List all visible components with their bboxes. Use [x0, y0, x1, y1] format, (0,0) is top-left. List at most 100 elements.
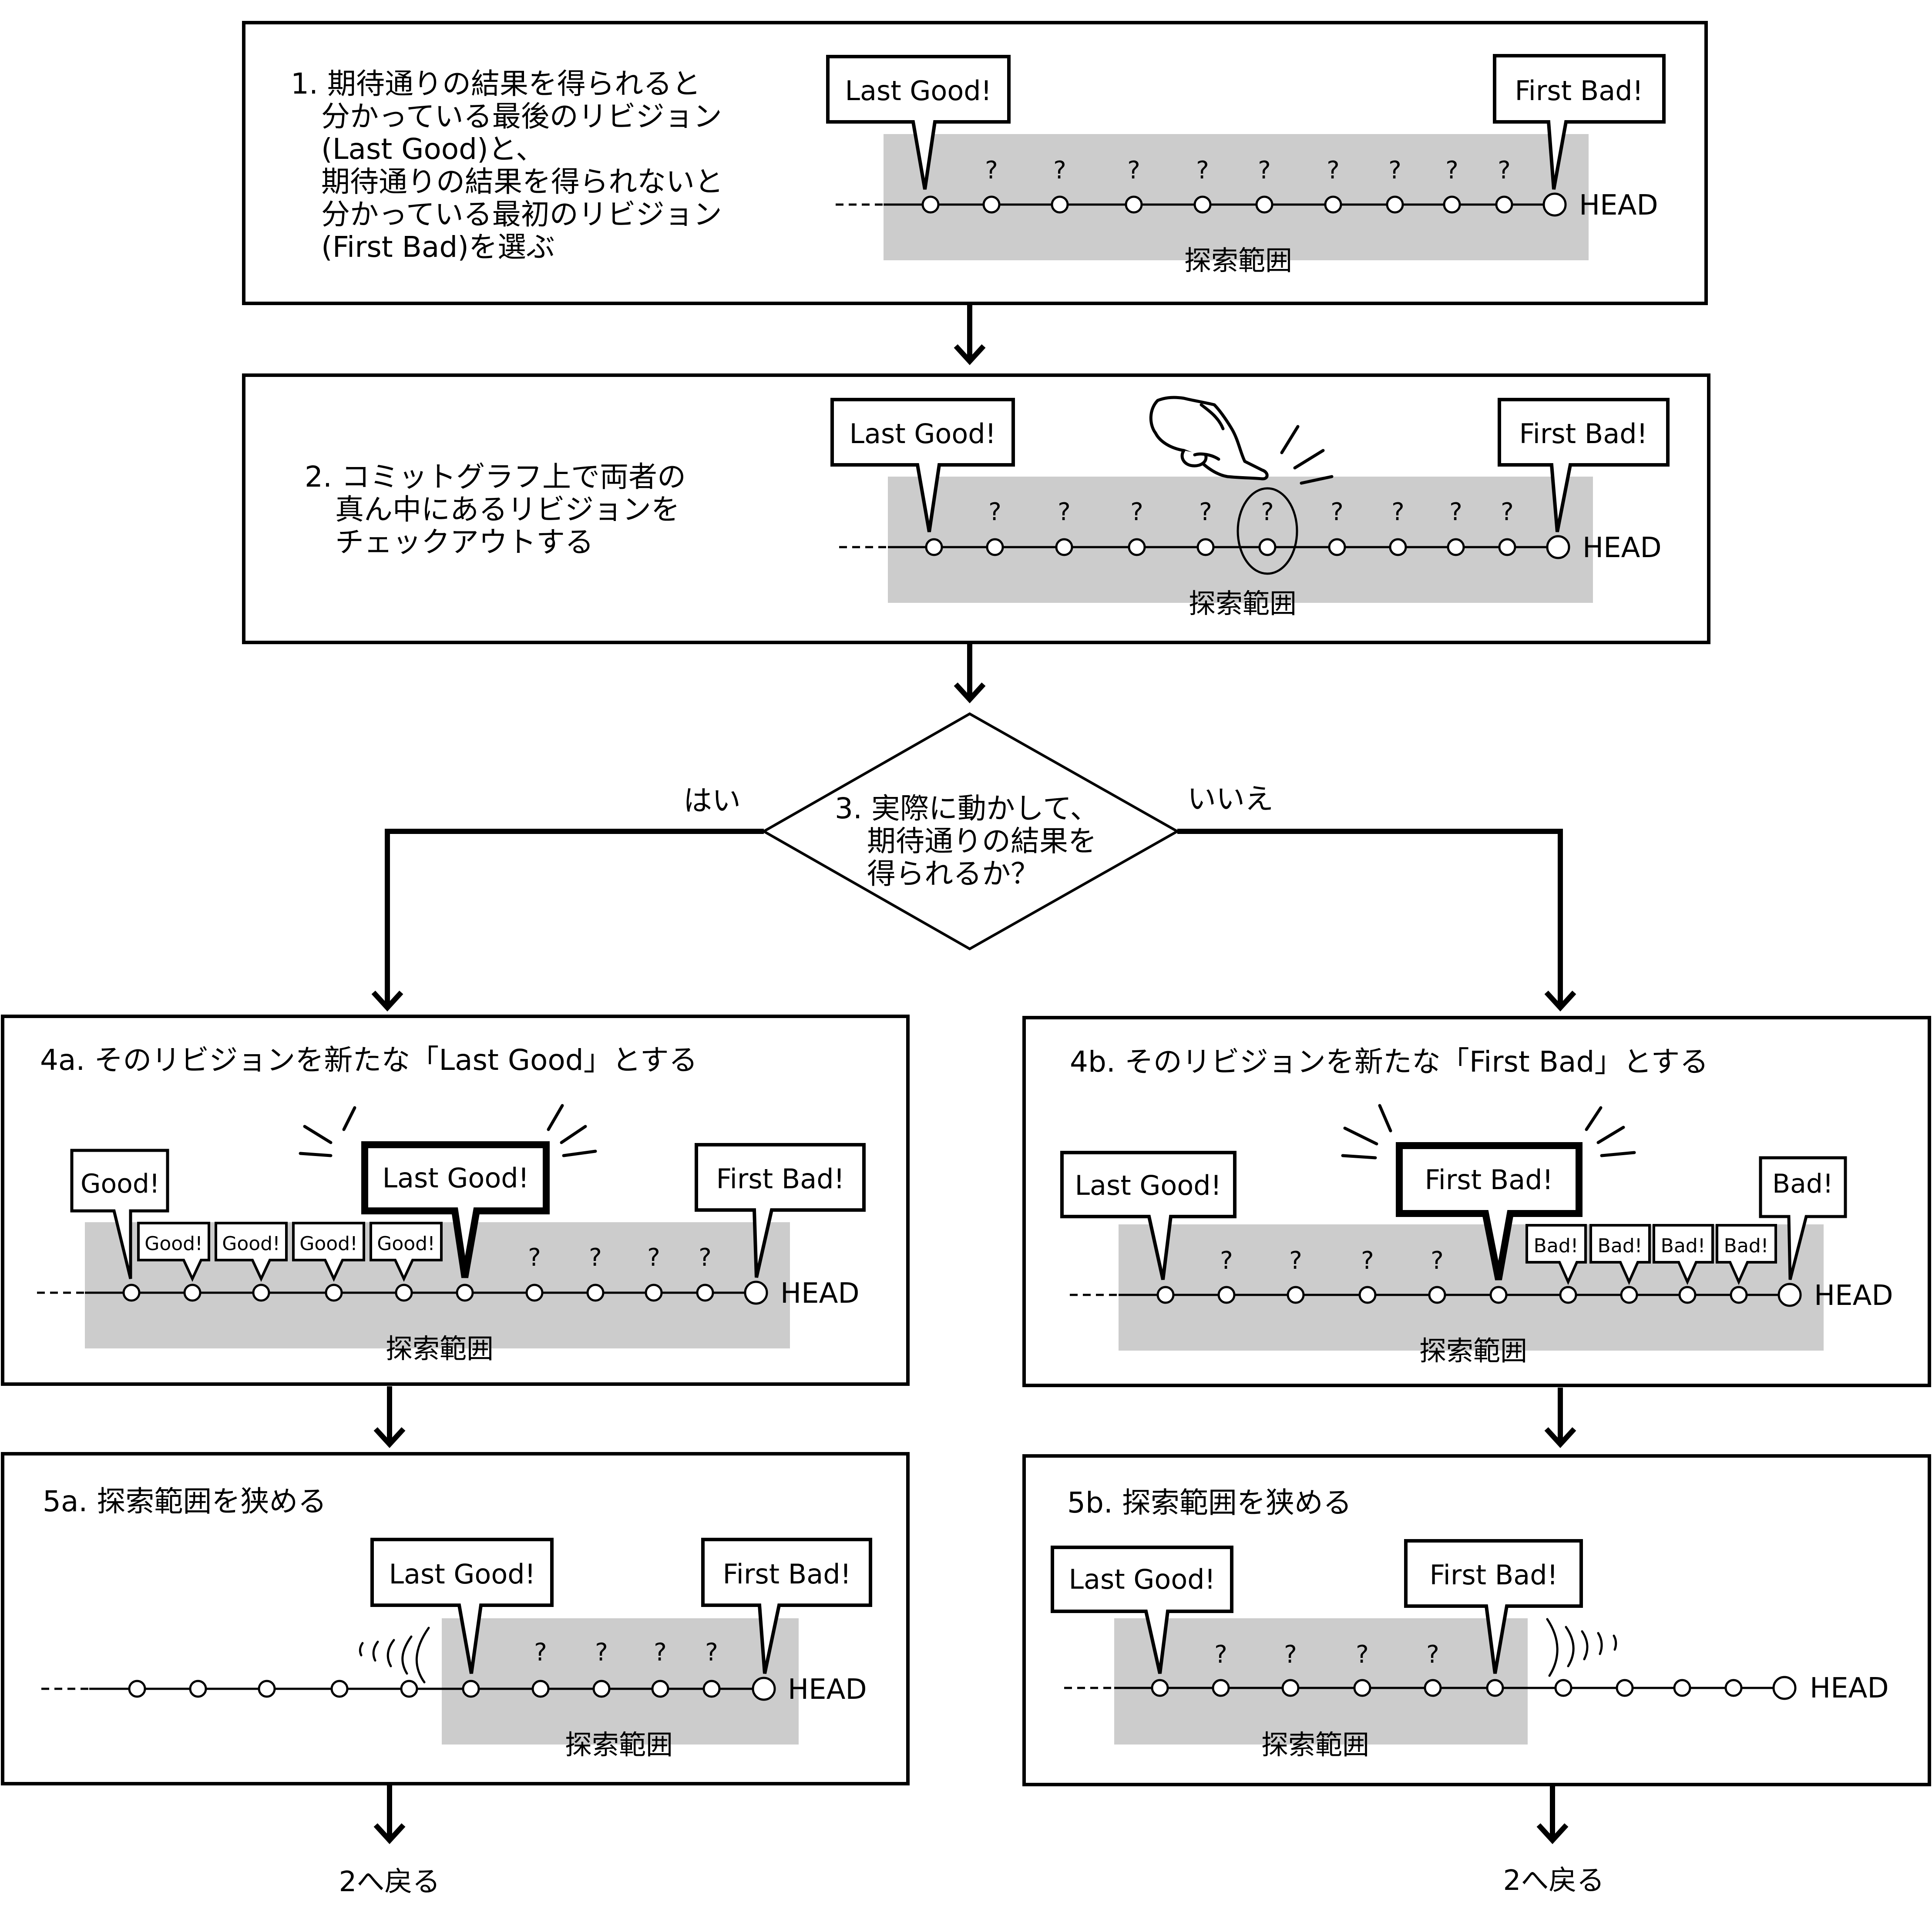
good-small-callout: Good!: [292, 1222, 365, 1282]
motion-marks: [1546, 1618, 1617, 1677]
commit-node: [1358, 1286, 1377, 1304]
commit-node: [1386, 195, 1404, 214]
commit-node: [462, 1680, 480, 1698]
good-label: Good!: [299, 1233, 358, 1255]
last-good-callout: Last Good!: [1051, 1546, 1233, 1674]
last-good-label: Last Good!: [1075, 1170, 1222, 1201]
commit-node: [1447, 538, 1465, 556]
last-good-callout: Last Good!: [826, 55, 1011, 190]
unknown-mark: ?: [699, 1244, 712, 1272]
unknown-marks: ? ? ? ?: [1220, 1247, 1444, 1275]
commit-node: [1353, 1679, 1371, 1697]
commit-node: [986, 538, 1004, 556]
step3-line: 得られるか？: [867, 857, 1039, 891]
return-to-step2-label: 2へ戻る: [339, 1866, 440, 1898]
step1-line: 分かっている最後のリビジョン: [321, 100, 722, 133]
unknown-mark: ?: [705, 1638, 718, 1667]
commit-node: [1281, 1679, 1300, 1697]
unknown-marks: ? ? ? ?: [534, 1638, 718, 1667]
emphasis-lines: [299, 1104, 597, 1157]
commit-node: [1498, 538, 1516, 556]
good-small-callout: Good!: [137, 1222, 210, 1282]
commit-node: [1051, 195, 1069, 214]
unknown-mark: ?: [1445, 156, 1458, 185]
bad-small-callout: Bad!: [1653, 1224, 1714, 1285]
commit-node: [189, 1680, 207, 1698]
flow-arrow: [373, 1785, 406, 1844]
good-callout: Good!: [70, 1149, 169, 1279]
commit-node: [645, 1284, 663, 1302]
commit-node: [456, 1284, 474, 1302]
head-label: HEAD: [1579, 189, 1658, 222]
unknown-mark: ?: [1258, 156, 1271, 185]
last-good-label: Last Good!: [850, 418, 996, 450]
bad-small-callout: Bad!: [1589, 1224, 1651, 1285]
search-range-area: [1114, 1618, 1528, 1745]
commit-node: [1559, 1286, 1577, 1304]
first-bad-callout: First Bad!: [1404, 1539, 1583, 1674]
return-to-step2-label: 2へ戻る: [1503, 1865, 1605, 1897]
last-good-callout: Last Good!: [370, 1538, 554, 1674]
pointing-hand-icon: [1149, 396, 1269, 481]
commit-node: [586, 1284, 605, 1302]
unknown-mark: ?: [985, 156, 998, 185]
step3-decision: [761, 712, 1180, 951]
commit-node: [1730, 1286, 1748, 1304]
commit-node: [651, 1680, 669, 1698]
commit-nodes: [122, 1281, 768, 1305]
unknown-mark: ?: [1127, 156, 1140, 185]
first-bad-label: First Bad!: [1430, 1559, 1558, 1591]
search-range-label: 探索範囲: [1261, 1729, 1369, 1761]
commit-node: [531, 1680, 550, 1698]
bad-label: Bad!: [1724, 1235, 1769, 1257]
search-range-label: 探索範囲: [386, 1333, 494, 1365]
unknown-mark: ?: [1426, 1640, 1439, 1669]
commit-node: [1328, 538, 1346, 556]
step1-line: 分かっている最初のリビジョン: [321, 198, 722, 231]
unknown-marks: ? ? ? ? ? ? ? ? ?: [985, 156, 1511, 185]
commit-node: [592, 1680, 611, 1698]
step1-line: (First Bad)を選ぶ: [321, 230, 555, 264]
commit-node: [1151, 1679, 1169, 1697]
last-good-label: Last Good!: [389, 1558, 536, 1590]
good-small-callout: Good!: [370, 1222, 443, 1282]
commit-node: [1489, 1286, 1508, 1304]
commit-nodes: [921, 192, 1567, 217]
last-good-callout: Last Good!: [830, 398, 1015, 532]
commit-node: [1156, 1286, 1175, 1304]
search-range-label: 探索範囲: [565, 1729, 673, 1761]
commit-node: [183, 1284, 202, 1302]
commit-node: [128, 1680, 146, 1698]
unknown-mark: ?: [1199, 498, 1212, 526]
bad-label: Bad!: [1772, 1169, 1833, 1199]
first-bad-label: First Bad!: [1519, 418, 1648, 450]
new-last-good-callout: Last Good!: [361, 1141, 550, 1278]
step3-text: 3. 実際に動かして、 期待通りの結果を 得られるか？: [835, 792, 1099, 891]
step1-line: 1. 期待通りの結果を得られると: [291, 67, 701, 101]
flow-arrow: [954, 305, 986, 365]
unknown-mark: ?: [1284, 1640, 1297, 1669]
commit-node: [921, 195, 940, 214]
new-first-bad-callout: First Bad!: [1396, 1142, 1583, 1281]
motion-marks: [359, 1627, 430, 1684]
commit-nodes: [1156, 1283, 1802, 1307]
head-label: HEAD: [780, 1277, 860, 1310]
unknown-mark: ?: [1214, 1640, 1227, 1669]
unknown-mark: ?: [1431, 1247, 1444, 1275]
good-label: Good!: [222, 1233, 280, 1255]
bad-label: Bad!: [1598, 1235, 1643, 1257]
commit-node: [1125, 195, 1143, 214]
emphasis-lines: [1341, 1104, 1636, 1160]
commit-node: [1616, 1679, 1634, 1697]
commit-node: [1212, 1679, 1230, 1697]
commit-node: [1554, 1679, 1572, 1697]
unknown-mark: ?: [1501, 498, 1514, 526]
unknown-mark: ?: [589, 1244, 602, 1272]
bad-label: Bad!: [1661, 1235, 1706, 1257]
unknown-mark: ?: [1391, 498, 1404, 526]
unknown-mark: ?: [528, 1244, 541, 1272]
last-good-label: Last Good!: [383, 1162, 529, 1194]
step3-line: 期待通りの結果を: [867, 824, 1097, 858]
head-label: HEAD: [788, 1674, 867, 1706]
